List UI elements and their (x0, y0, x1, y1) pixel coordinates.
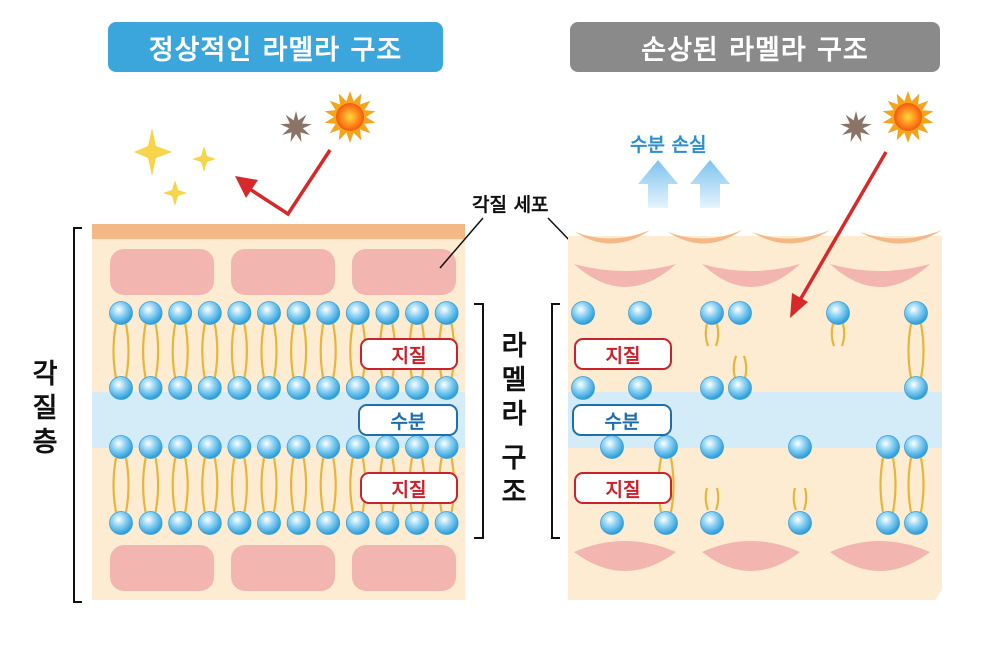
water-tag: 수분 (358, 404, 458, 436)
lipid-tag: 지질 (574, 472, 672, 504)
moisture-loss-label: 수분 손실 (630, 130, 707, 157)
lipid-head (169, 436, 192, 459)
lipid-head (287, 436, 310, 459)
lipid-head (346, 302, 369, 325)
lipid-tag: 지질 (574, 338, 672, 370)
lipid-head (572, 302, 595, 325)
lipid-head (729, 302, 752, 325)
lipid-head (701, 377, 724, 400)
lipid-head (655, 512, 678, 535)
lipid-head (346, 436, 369, 459)
lipid-head (346, 377, 369, 400)
lipid-head (905, 302, 928, 325)
moisture-loss-arrows (638, 160, 730, 208)
lipid-head (317, 512, 340, 535)
sun-icon (883, 91, 934, 143)
lamellar-bracket-left (552, 304, 560, 538)
lamellar-bracket-right (474, 304, 483, 538)
lipid-head (317, 436, 340, 459)
lipid-head (198, 377, 221, 400)
lipid-head (228, 377, 251, 400)
lipid-head (905, 377, 928, 400)
lipid-head (601, 436, 624, 459)
lipid-head (877, 512, 900, 535)
lipid-head (110, 302, 133, 325)
sun-icon (325, 91, 376, 143)
lipid-head (139, 512, 162, 535)
lipid-head (789, 512, 812, 535)
lipid-head (198, 512, 221, 535)
lipid-head (601, 512, 624, 535)
skin-surface (92, 224, 465, 239)
lipid-head (258, 377, 281, 400)
lipid-head (258, 436, 281, 459)
lipid-head (376, 302, 399, 325)
lipid-head (228, 512, 251, 535)
corneocyte (110, 545, 214, 591)
lipid-head (317, 302, 340, 325)
lipid-head (169, 302, 192, 325)
stratum-corneum-label: 각질층 (28, 358, 62, 460)
lipid-head (729, 377, 752, 400)
lipid-head (169, 377, 192, 400)
lipid-head (287, 302, 310, 325)
lipid-head (435, 377, 458, 400)
lipid-head (139, 436, 162, 459)
corneocyte (352, 249, 456, 295)
lipid-head (376, 512, 399, 535)
lipid-head (198, 302, 221, 325)
corneocyte (231, 249, 335, 295)
lipid-head (629, 302, 652, 325)
lipid-head (435, 436, 458, 459)
corneocyte-label: 각질 세포 (472, 190, 549, 217)
lipid-head (169, 512, 192, 535)
lipid-head (827, 302, 850, 325)
corneocyte (110, 249, 214, 295)
lipid-head (110, 512, 133, 535)
lipid-head (655, 436, 678, 459)
lipid-head (287, 512, 310, 535)
lipid-head (376, 377, 399, 400)
lipid-head (110, 436, 133, 459)
sparkle-icons (134, 128, 216, 206)
lipid-head (110, 377, 133, 400)
lipid-head (406, 302, 429, 325)
lipid-head (258, 302, 281, 325)
reflected-uv-arrow (245, 150, 330, 214)
lipid-head (287, 377, 310, 400)
lipid-head (905, 512, 928, 535)
water-tag: 수분 (572, 404, 672, 436)
lipid-head (572, 377, 595, 400)
corneocyte (352, 545, 456, 591)
lipid-head (789, 436, 812, 459)
lipid-head (905, 436, 928, 459)
lipid-head (317, 377, 340, 400)
lipid-head (629, 377, 652, 400)
lipid-head (406, 436, 429, 459)
corneocyte (231, 545, 335, 591)
lipid-head (877, 436, 900, 459)
lipid-head (406, 512, 429, 535)
particle-icon (280, 111, 312, 142)
lipid-head (346, 512, 369, 535)
lipid-head (139, 377, 162, 400)
lipid-head (139, 302, 162, 325)
lipid-head (406, 377, 429, 400)
lipid-head (701, 302, 724, 325)
lipid-head (198, 436, 221, 459)
lipid-head (258, 512, 281, 535)
lipid-head (228, 302, 251, 325)
lipid-head (435, 302, 458, 325)
lipid-head (435, 512, 458, 535)
particle-icon (840, 111, 872, 142)
lipid-head (228, 436, 251, 459)
stratum-bracket (74, 228, 82, 602)
lipid-head (701, 436, 724, 459)
lipid-tag: 지질 (360, 472, 458, 504)
lipid-head (376, 436, 399, 459)
lipid-tag: 지질 (360, 338, 458, 370)
lipid-head (701, 512, 724, 535)
